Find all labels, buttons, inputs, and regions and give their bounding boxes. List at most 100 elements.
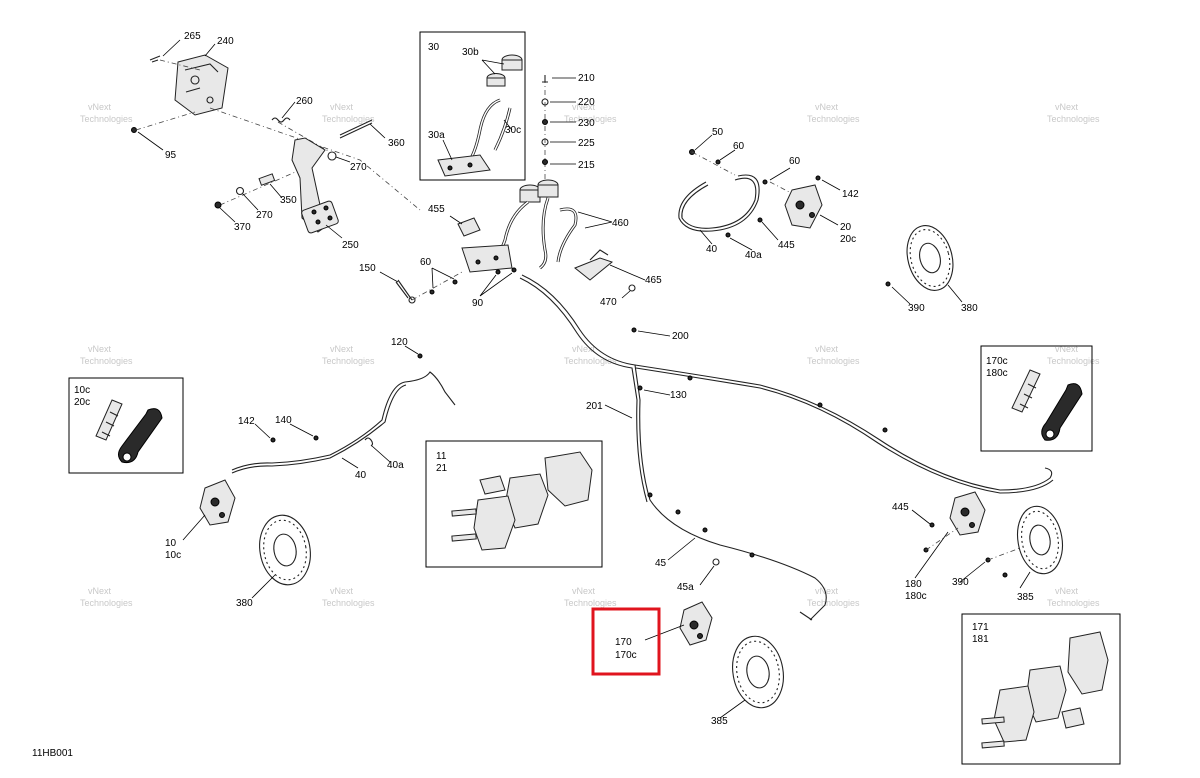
- callout-142: 142: [842, 189, 859, 200]
- bleeder-screw: [95, 399, 123, 441]
- callout-380: 380: [961, 303, 978, 314]
- watermark: Technologies: [564, 598, 617, 608]
- watermark: vNext: [1055, 344, 1079, 354]
- callout-label: 11: [436, 451, 447, 462]
- pedal-bracket: [174, 54, 229, 116]
- callout-45: 45: [655, 558, 667, 569]
- watermark: vNext: [330, 586, 354, 596]
- pedal-assembly: [131, 39, 421, 239]
- watermark: vNext: [815, 586, 839, 596]
- callout-210: 210: [578, 73, 595, 84]
- watermark: vNext: [330, 102, 354, 112]
- watermark: vNext: [88, 586, 112, 596]
- front-pads-inset: 11 21: [425, 440, 603, 568]
- front-right-caliper-group: [678, 134, 963, 305]
- watermark: vNext: [1055, 102, 1079, 112]
- watermark: vNext: [815, 102, 839, 112]
- callout-40: 40: [706, 244, 718, 255]
- callout-455: 455: [428, 204, 445, 215]
- highlight-label: 170: [615, 637, 632, 648]
- callout-445: 445: [778, 240, 795, 251]
- watermark: vNext: [815, 344, 839, 354]
- callout-230: 230: [578, 118, 595, 129]
- watermark: Technologies: [322, 598, 375, 608]
- watermark: Technologies: [80, 114, 133, 124]
- callout-label: 30b: [462, 47, 479, 58]
- callout-label: 20c: [74, 397, 90, 408]
- watermark: vNext: [1055, 586, 1079, 596]
- watermark: vNext: [330, 344, 354, 354]
- callout-label: 21: [436, 463, 448, 474]
- front-left-caliper-group: [182, 345, 456, 599]
- brake-line-rear-right: [634, 364, 1053, 491]
- bleeder-cap: [1041, 383, 1083, 441]
- watermark: Technologies: [564, 114, 617, 124]
- callout-label: 10c: [74, 385, 90, 396]
- callout-label: 30: [428, 42, 440, 53]
- brake-pad: [544, 451, 593, 507]
- callout-260: 260: [296, 96, 313, 107]
- rear-pads-inset: 171 181: [961, 613, 1121, 765]
- watermark: Technologies: [564, 356, 617, 366]
- callout-label: 30c: [505, 125, 521, 136]
- callout-180c: 180c: [905, 591, 927, 602]
- watermark: Technologies: [80, 598, 133, 608]
- callout-60: 60: [789, 156, 801, 167]
- callout-360: 360: [388, 138, 405, 149]
- pivot-pin: [339, 119, 373, 139]
- watermark: Technologies: [807, 598, 860, 608]
- callout-95: 95: [165, 150, 177, 161]
- rear-left-caliper-group: 170 170c: [591, 601, 784, 719]
- watermark: Technologies: [80, 356, 133, 366]
- callout-90: 90: [472, 298, 484, 309]
- highlight-box: [591, 607, 661, 676]
- watermark: vNext: [572, 586, 596, 596]
- brake-disc-rear-right: [1016, 505, 1064, 575]
- callout-60: 60: [733, 141, 745, 152]
- watermark: Technologies: [1047, 598, 1100, 608]
- front-bleeder-inset: 10c 20c: [68, 377, 184, 474]
- callout-20: 20: [840, 222, 852, 233]
- callout-130: 130: [670, 390, 687, 401]
- callout-390: 390: [952, 577, 969, 588]
- callout-265: 265: [184, 31, 201, 42]
- callout-465: 465: [645, 275, 662, 286]
- brake-disc-rear-left: [732, 635, 784, 709]
- brake-line-front-left: [231, 371, 456, 471]
- watermark: Technologies: [322, 356, 375, 366]
- diagram-code: 11HB001: [32, 748, 73, 759]
- rear-brake-lines: [519, 274, 1054, 621]
- callout-120: 120: [391, 337, 408, 348]
- callout-50: 50: [712, 127, 724, 138]
- master-cylinder-main: [379, 75, 646, 304]
- callout-label: 171: [972, 622, 989, 633]
- callout-370: 370: [234, 222, 251, 233]
- brake-line-front-right: [681, 177, 757, 229]
- master-cylinder-inset: 30 30b 30a 30c: [419, 31, 526, 181]
- callout-390: 390: [908, 303, 925, 314]
- callout-385: 385: [711, 716, 728, 727]
- callout-label: 30a: [428, 130, 445, 141]
- callout-150: 150: [359, 263, 376, 274]
- callout-label: 181: [972, 634, 989, 645]
- callout-40: 40: [355, 470, 367, 481]
- callout-40a: 40a: [745, 250, 762, 261]
- callout-240: 240: [217, 36, 234, 47]
- callout-201: 201: [586, 401, 603, 412]
- callout-45a: 45a: [677, 582, 694, 593]
- callout-40a: 40a: [387, 460, 404, 471]
- brake-pad: [1067, 631, 1109, 695]
- callout-380: 380: [236, 598, 253, 609]
- watermark: vNext: [572, 344, 596, 354]
- watermark: vNext: [572, 102, 596, 112]
- callout-470: 470: [600, 297, 617, 308]
- bleeder-cap: [118, 408, 163, 463]
- callout-215: 215: [578, 160, 595, 171]
- callout-250: 250: [342, 240, 359, 251]
- callout-140: 140: [275, 415, 292, 426]
- rear-right-caliper-group: [911, 491, 1064, 589]
- callout-labels: 265 240 95 260 360 270 270 350 370 250 1…: [165, 31, 1034, 727]
- callout-10: 10: [165, 538, 177, 549]
- callout-10c: 10c: [165, 550, 181, 561]
